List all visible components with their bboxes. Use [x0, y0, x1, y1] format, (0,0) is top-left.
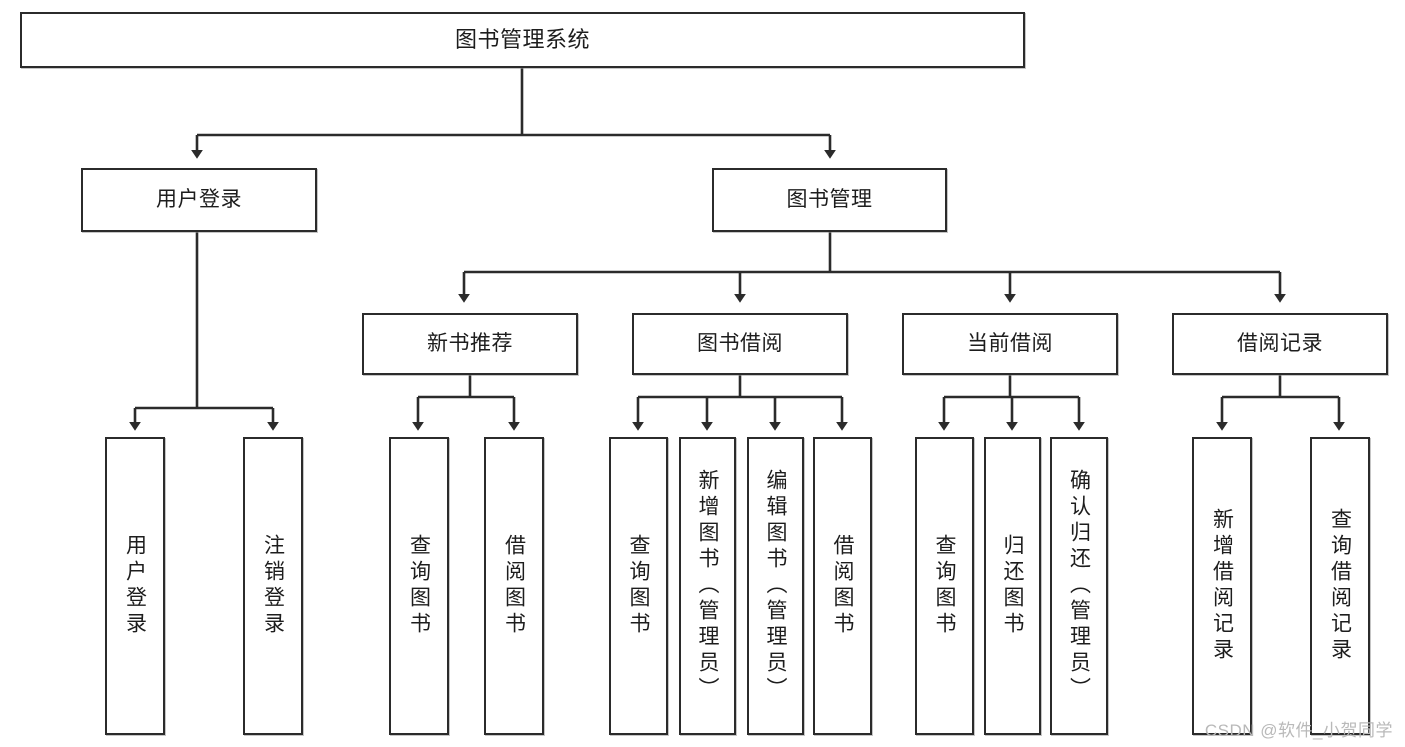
node-leaf-return-book[interactable]: 归还图书 [984, 437, 1041, 735]
watermark-text: CSDN @软件_小贺同学 [1204, 721, 1393, 740]
node-book-borrow[interactable]: 图书借阅 [632, 313, 848, 375]
edges-root-to-level1 [191, 68, 836, 159]
node-leaf-logout[interactable]: 注销登录 [243, 437, 303, 735]
node-leaf-query-book-current[interactable]: 查询图书 [915, 437, 974, 735]
node-label: 编辑图书（管理员） [764, 469, 787, 703]
node-book-management[interactable]: 图书管理 [712, 168, 947, 232]
node-label: 新增借阅记录 [1210, 508, 1234, 664]
node-leaf-borrow-book-recommend[interactable]: 借阅图书 [484, 437, 544, 735]
node-user-login[interactable]: 用户登录 [81, 168, 317, 232]
node-label: 查询借阅记录 [1328, 508, 1352, 664]
node-borrow-record[interactable]: 借阅记录 [1172, 313, 1388, 375]
node-label: 新书推荐 [427, 332, 513, 356]
node-label: 当前借阅 [967, 332, 1053, 356]
node-label: 借阅图书 [831, 534, 854, 638]
node-label: 借阅图书 [502, 534, 526, 638]
node-leaf-query-book-borrow[interactable]: 查询图书 [609, 437, 668, 735]
edges-newbook-to-leaves [412, 375, 520, 431]
node-label: 查询图书 [933, 534, 956, 638]
node-label: 借阅记录 [1237, 332, 1323, 356]
node-leaf-confirm-return-admin[interactable]: 确认归还（管理员） [1050, 437, 1108, 735]
node-label: 归还图书 [1001, 534, 1024, 638]
node-label: 确认归还（管理员） [1067, 469, 1091, 703]
node-current-borrow[interactable]: 当前借阅 [902, 313, 1118, 375]
node-label: 查询图书 [407, 534, 431, 638]
node-label: 新增图书（管理员） [696, 469, 719, 703]
node-label: 注销登录 [261, 534, 285, 638]
node-label: 用户登录 [156, 188, 242, 212]
node-label: 图书管理 [786, 188, 873, 212]
edges-borrow-to-leaves [632, 375, 848, 431]
edges-record-to-leaves [1216, 375, 1345, 431]
node-leaf-add-book-admin[interactable]: 新增图书（管理员） [679, 437, 736, 735]
node-new-book-recommend[interactable]: 新书推荐 [362, 313, 578, 375]
node-leaf-borrow-book[interactable]: 借阅图书 [813, 437, 872, 735]
node-leaf-query-borrow-record[interactable]: 查询借阅记录 [1310, 437, 1370, 735]
node-leaf-user-login[interactable]: 用户登录 [105, 437, 165, 735]
node-leaf-edit-book-admin[interactable]: 编辑图书（管理员） [747, 437, 804, 735]
node-label: 图书管理系统 [454, 26, 590, 52]
node-label: 查询图书 [627, 534, 650, 638]
node-leaf-add-borrow-record[interactable]: 新增借阅记录 [1192, 437, 1252, 735]
edges-current-to-leaves [938, 375, 1085, 431]
node-label: 用户登录 [123, 534, 147, 638]
node-label: 图书借阅 [697, 332, 783, 356]
node-root-system[interactable]: 图书管理系统 [20, 12, 1025, 68]
edges-userlogin-to-leaves [129, 232, 279, 431]
node-leaf-query-book-recommend[interactable]: 查询图书 [389, 437, 449, 735]
edges-bookmgmt-to-level2 [458, 232, 1286, 303]
